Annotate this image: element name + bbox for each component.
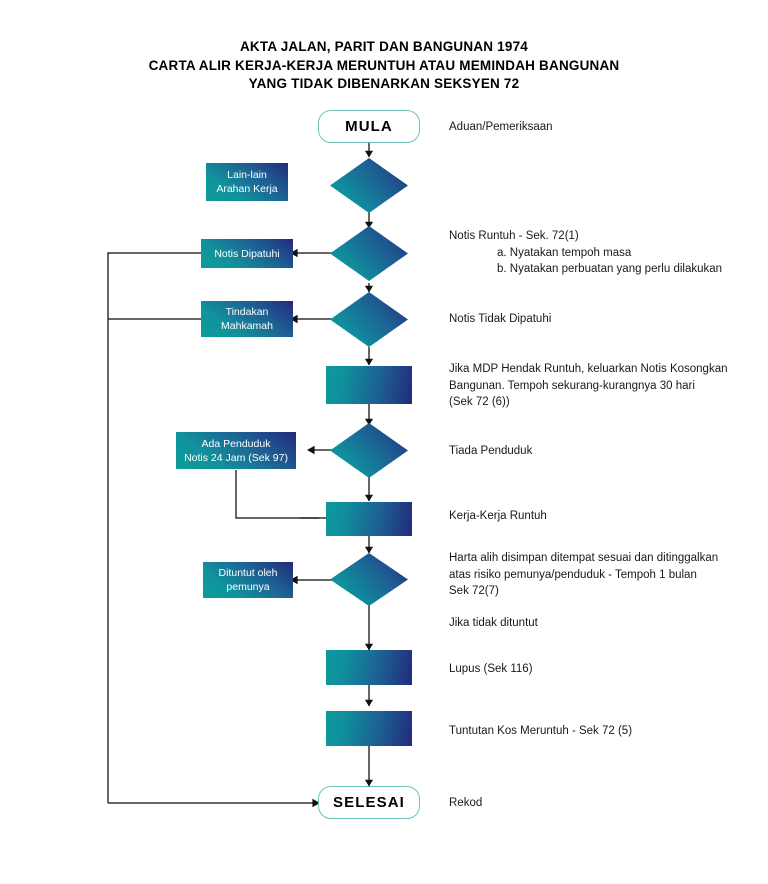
chart-title: AKTA JALAN, PARIT DAN BANGUNAN 1974 CART… [0, 38, 768, 94]
terminator-mula[interactable]: MULA [318, 110, 420, 143]
decision-aduan-pemeriksaan[interactable] [330, 158, 408, 213]
label-box-dituntut-oleh-pemunya[interactable]: Dituntut oleh pemunya [203, 562, 293, 598]
label-box-lain-lain-arahan-kerja[interactable]: Lain-lain Arahan Kerja [206, 163, 288, 201]
title-line-3: YANG TIDAK DIBENARKAN SEKSYEN 72 [248, 76, 520, 91]
route-ada-penduduk-to-kerja-runtuh [235, 470, 319, 519]
label-box-tindakan-mahkamah-text: Tindakan Mahkamah [221, 306, 273, 332]
label-box-ada-penduduk-text: Ada Penduduk Notis 24 Jam (Sek 97) [184, 437, 288, 464]
annotation-notis-runtuh-item-a: a. Nyatakan tempoh masa [497, 247, 632, 259]
decision-tiada-penduduk[interactable] [330, 423, 408, 478]
decision-notis-tidak-dipatuhi[interactable] [330, 292, 408, 347]
terminator-mula-label: MULA [345, 118, 393, 135]
label-box-dituntut-oleh-pemunya-text: Dituntut oleh pemunya [218, 567, 278, 593]
annotation-notis-tidak-dipatuhi: Notis Tidak Dipatuhi [449, 313, 552, 325]
label-box-notis-dipatuhi[interactable]: Notis Dipatuhi [201, 239, 293, 268]
annotation-notis-runtuh-heading: Notis Runtuh - Sek. 72(1) [449, 230, 579, 242]
annotation-jika-mdp-hendak-runtuh: Jika MDP Hendak Runtuh, keluarkan Notis … [449, 363, 728, 408]
label-box-lain-lain-arahan-kerja-text: Lain-lain Arahan Kerja [216, 169, 278, 195]
process-notis-kosongkan-bangunan[interactable] [326, 366, 412, 404]
annotation-lupus: Lupus (Sek 116) [449, 663, 533, 675]
route-notis-dipatuhi-to-selesai-rail [107, 252, 201, 803]
label-box-tindakan-mahkamah[interactable]: Tindakan Mahkamah [201, 301, 293, 337]
annotation-tiada-penduduk: Tiada Penduduk [449, 445, 533, 457]
annotation-tuntutan-kos-meruntuh: Tuntutan Kos Meruntuh - Sek 72 (5) [449, 725, 633, 737]
process-lupus[interactable] [326, 650, 412, 685]
label-box-notis-dipatuhi-text: Notis Dipatuhi [214, 247, 280, 260]
terminator-selesai[interactable]: SELESAI [318, 786, 420, 819]
process-kerja-kerja-runtuh[interactable] [326, 502, 412, 536]
label-box-ada-penduduk[interactable]: Ada Penduduk Notis 24 Jam (Sek 97) [176, 432, 296, 469]
process-tuntutan-kos-meruntuh[interactable] [326, 711, 412, 746]
annotation-jika-tidak-dituntut: Jika tidak dituntut [449, 617, 538, 629]
annotation-notis-runtuh-item-b: b. Nyatakan perbuatan yang perlu dilakuk… [497, 263, 723, 275]
annotation-rekod: Rekod [449, 797, 483, 809]
annotation-aduan-pemeriksaan: Aduan/Pemeriksaan [449, 121, 553, 133]
title-line-1: AKTA JALAN, PARIT DAN BANGUNAN 1974 [239, 39, 529, 54]
title-line-2: CARTA ALIR KERJA-KERJA MERUNTUH ATAU MEM… [148, 57, 620, 73]
annotation-harta-alih: Harta alih disimpan ditempat sesuai dan … [449, 552, 719, 597]
decision-harta-alih[interactable] [330, 553, 408, 606]
terminator-selesai-label: SELESAI [333, 794, 405, 811]
annotation-kerja-kerja-runtuh: Kerja-Kerja Runtuh [449, 510, 547, 522]
decision-notis-runtuh[interactable] [330, 226, 408, 281]
